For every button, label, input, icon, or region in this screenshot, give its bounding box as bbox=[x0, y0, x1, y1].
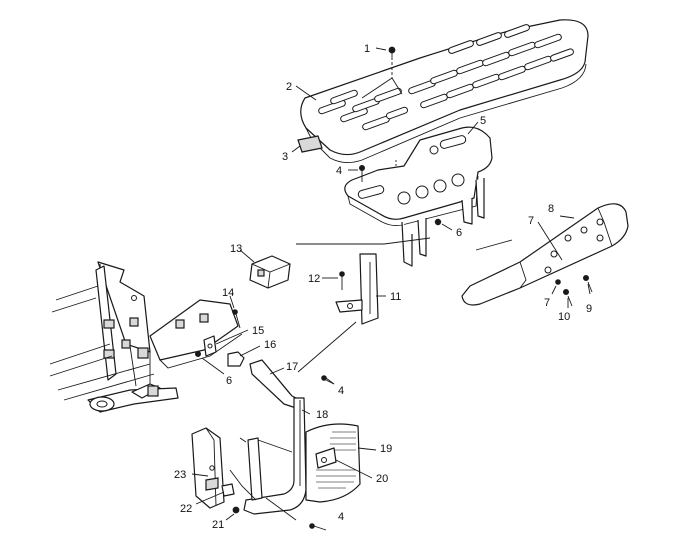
screw-14 bbox=[232, 309, 241, 329]
nut-21 bbox=[232, 506, 240, 514]
callout-20: 20 bbox=[376, 473, 388, 485]
clip-22 bbox=[221, 483, 235, 497]
screw-1 bbox=[388, 46, 396, 60]
nut-7-lower bbox=[555, 279, 561, 285]
callout-11: 11 bbox=[390, 291, 401, 303]
callout-13: 13 bbox=[230, 243, 242, 255]
switch-module bbox=[249, 255, 291, 289]
callout-1: 1 bbox=[364, 43, 370, 55]
connector-16 bbox=[227, 351, 245, 367]
screw-4-upper bbox=[358, 164, 365, 182]
callout-18: 18 bbox=[316, 409, 328, 421]
bolt-10 bbox=[563, 288, 573, 307]
footrest-slots bbox=[318, 24, 574, 131]
footrest-plate bbox=[300, 19, 589, 163]
rear-bumper bbox=[461, 203, 629, 306]
callout-2: 2 bbox=[286, 81, 292, 93]
callout-17: 17 bbox=[286, 361, 298, 373]
clamp-15 bbox=[203, 335, 217, 357]
callout-10: 10 bbox=[558, 311, 570, 323]
mud-flap-19 bbox=[305, 423, 361, 503]
nut-6-frame bbox=[194, 350, 201, 357]
guard-frame-18 bbox=[229, 397, 307, 515]
leader-lines bbox=[191, 47, 591, 521]
callout-4-middle: 4 bbox=[338, 385, 344, 397]
side-bracket bbox=[335, 253, 379, 325]
callout-15: 15 bbox=[252, 325, 264, 337]
callout-8: 8 bbox=[548, 203, 554, 215]
callout-16: 16 bbox=[264, 339, 276, 351]
screw-4-middle bbox=[321, 375, 335, 385]
callout-4-upper: 4 bbox=[336, 165, 342, 177]
side-plate-23 bbox=[191, 427, 225, 509]
callout-3: 3 bbox=[282, 151, 288, 163]
callout-9: 9 bbox=[586, 303, 592, 315]
vehicle-frame bbox=[49, 261, 243, 413]
nut-6-bracket bbox=[434, 218, 442, 226]
callout-7-upper: 7 bbox=[528, 215, 534, 227]
callout-7-lower: 7 bbox=[544, 297, 550, 309]
callout-22: 22 bbox=[180, 503, 192, 515]
callout-4-lower: 4 bbox=[338, 511, 344, 523]
bolt-9 bbox=[583, 274, 593, 293]
callout-21: 21 bbox=[212, 519, 224, 531]
callout-12: 12 bbox=[308, 273, 320, 285]
footrest-pad bbox=[297, 135, 323, 153]
callout-6-bracket: 6 bbox=[456, 227, 462, 239]
callout-23: 23 bbox=[174, 469, 186, 481]
callout-19: 19 bbox=[380, 443, 392, 455]
mounting-bracket bbox=[344, 126, 493, 267]
screw-4-lower bbox=[309, 523, 327, 531]
callout-14: 14 bbox=[222, 287, 234, 299]
screw-12 bbox=[339, 271, 345, 290]
callout-6-frame: 6 bbox=[226, 375, 232, 387]
callout-5: 5 bbox=[480, 115, 486, 127]
callout-labels: 1 2 3 4 5 6 7 8 9 10 7 11 12 13 14 15 16… bbox=[174, 43, 592, 531]
